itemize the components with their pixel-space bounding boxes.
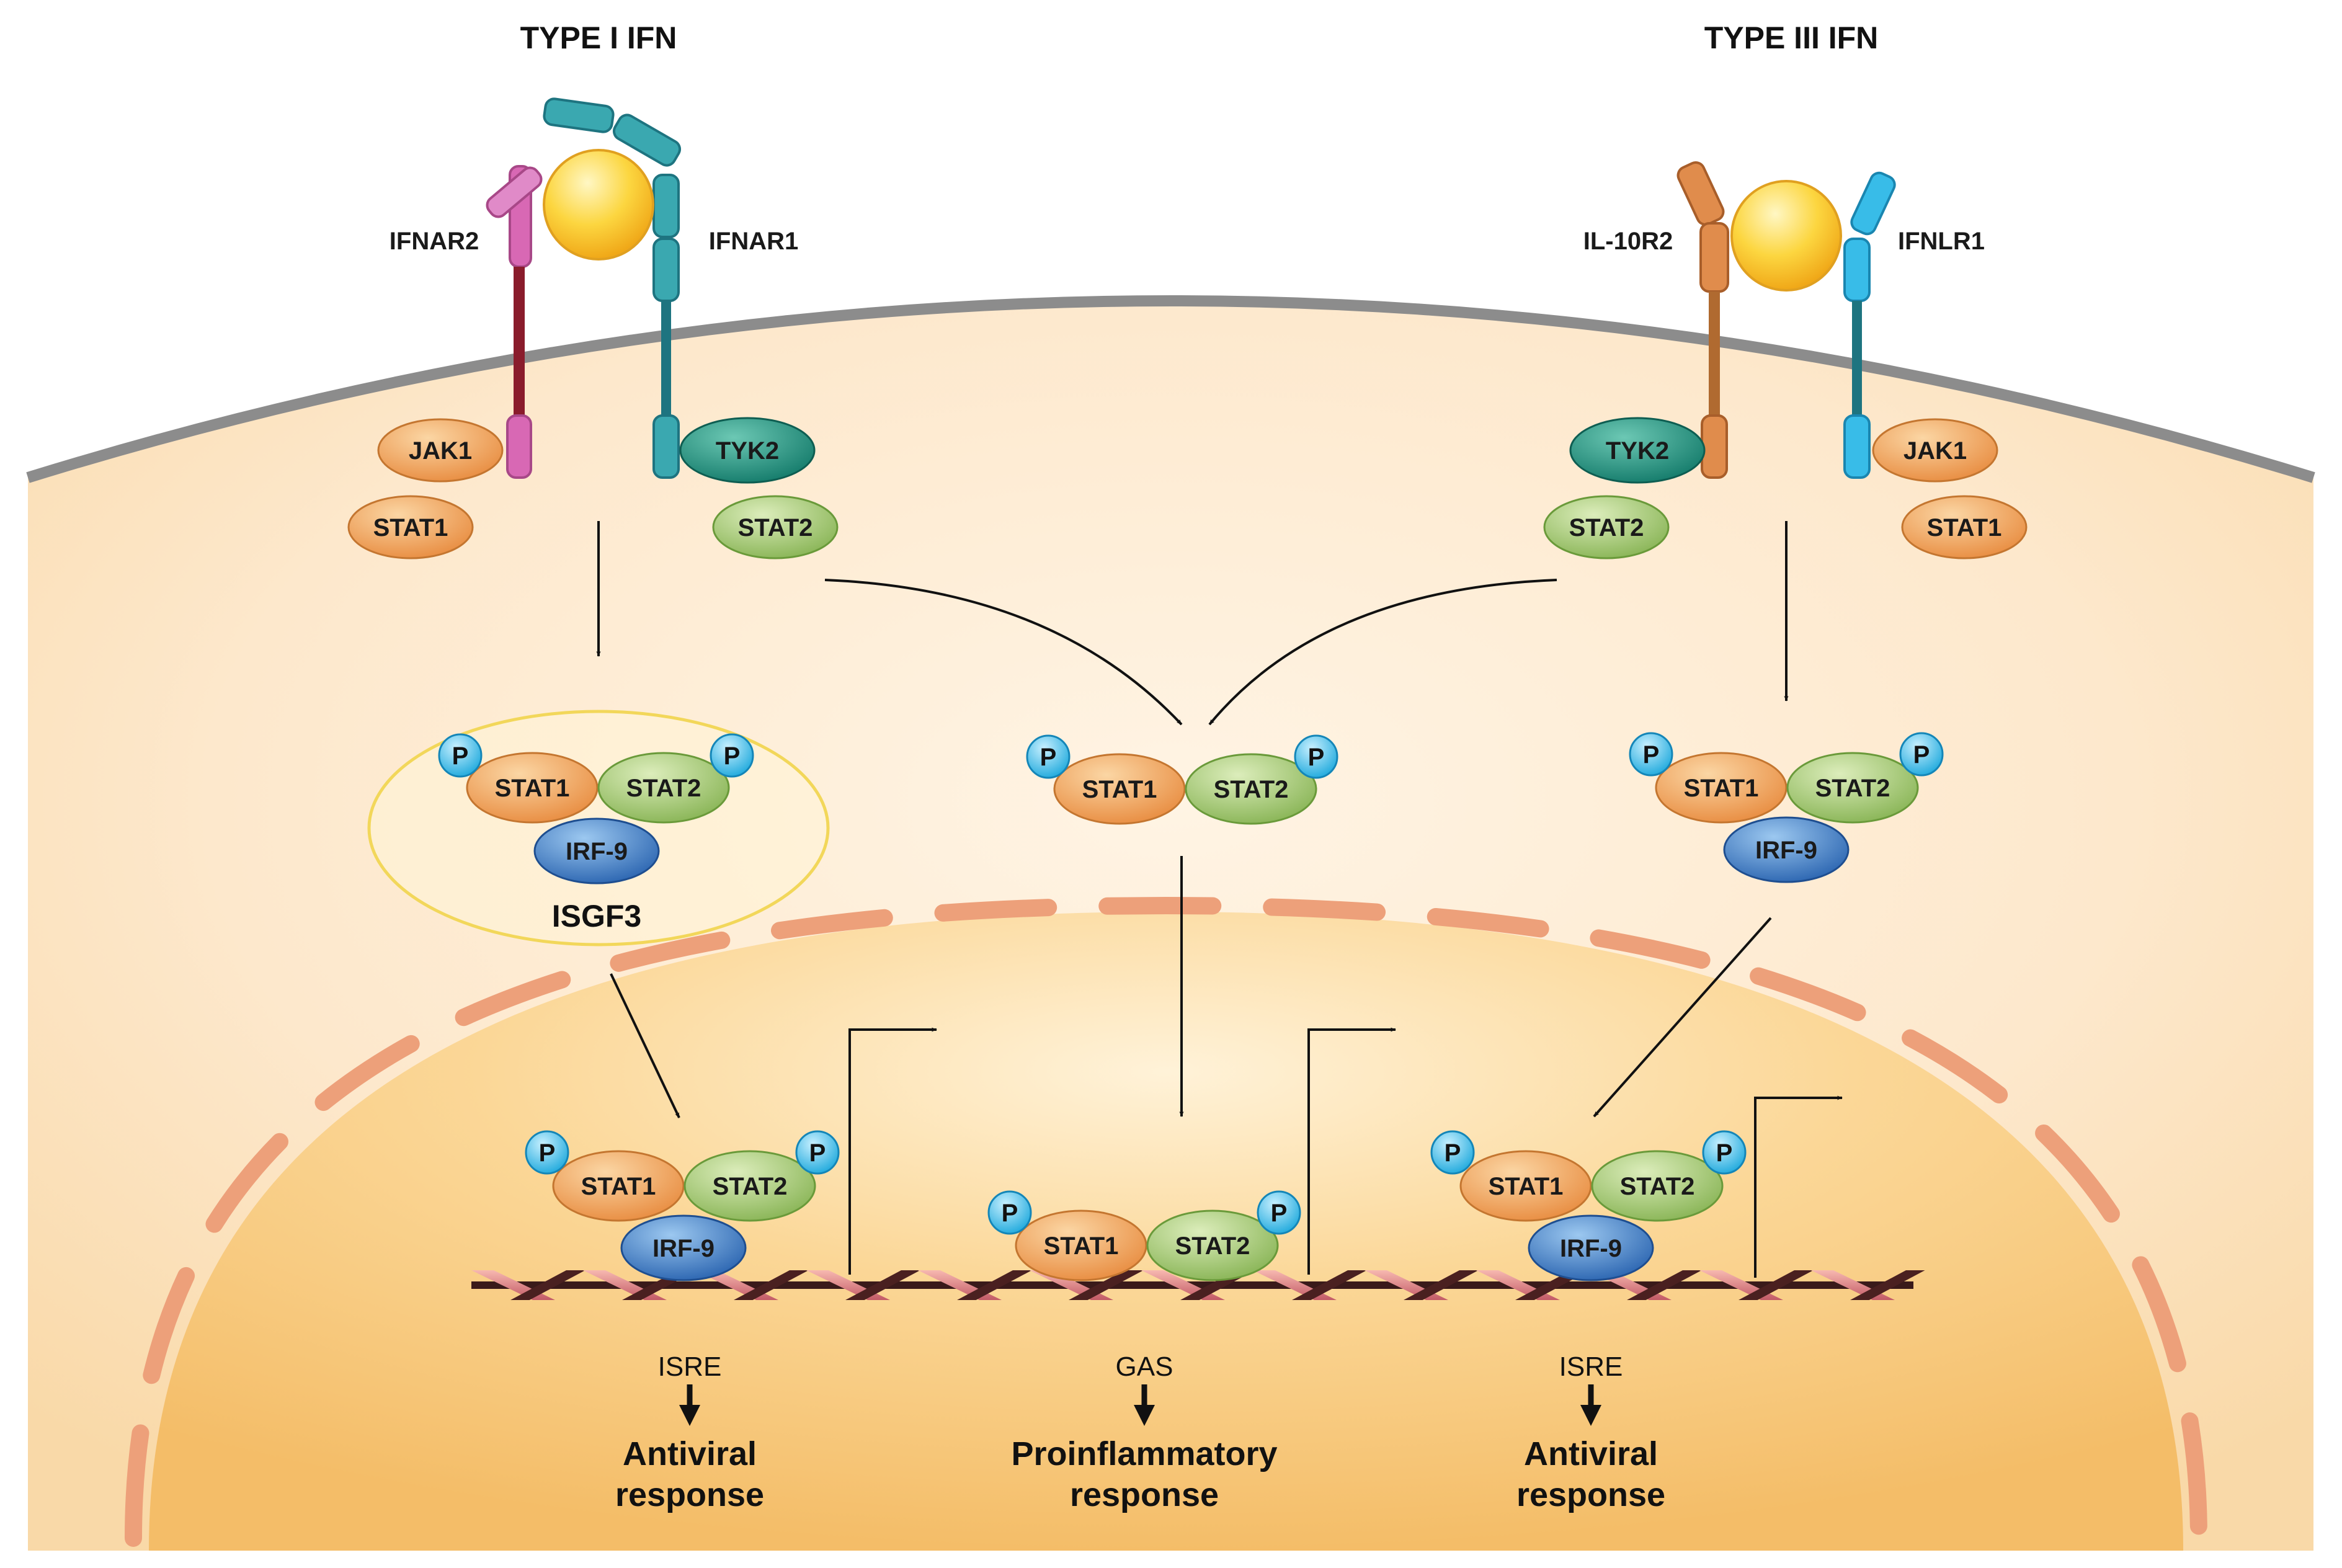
dna-twist	[510, 1270, 586, 1300]
svg-text:STAT2: STAT2	[1175, 1232, 1250, 1260]
dna-twist	[845, 1270, 920, 1300]
ifnar2-receptor	[486, 165, 543, 479]
svg-text:STAT2: STAT2	[1620, 1173, 1695, 1200]
svg-text:STAT1: STAT1	[1044, 1232, 1119, 1260]
site-label: GAS	[1116, 1352, 1173, 1382]
type-i-ifn-header: TYPE I IFN	[520, 20, 677, 55]
tyk2-left: TYK2	[679, 417, 816, 484]
stat2-label: STAT2	[626, 775, 701, 802]
dna-twist	[1292, 1270, 1367, 1300]
ifnar2-label: IFNAR2	[390, 228, 479, 255]
isgf3-on-isre-right: STAT1 STAT2 IRF-9 P P	[1430, 1130, 1747, 1281]
dna-twist	[1069, 1270, 1144, 1300]
output-isre-left: ISRE Antiviral response	[615, 1352, 764, 1513]
site-label: ISRE	[658, 1352, 722, 1382]
dna-strand	[471, 1270, 1925, 1300]
jak1-right: JAK1	[1872, 418, 1998, 483]
svg-text:STAT2: STAT2	[1815, 775, 1890, 802]
transcription-arrow-1	[848, 1027, 937, 1275]
svg-text:JAK1: JAK1	[1903, 437, 1967, 465]
isgf3-label: ISGF3	[552, 899, 641, 933]
response-line1: Antiviral	[623, 1435, 757, 1472]
ifnlr1-receptor	[1843, 171, 1896, 479]
svg-text:P: P	[1308, 744, 1325, 771]
type-i-ifn-ligand	[543, 149, 654, 261]
site-label: ISRE	[1559, 1352, 1623, 1382]
response-line1: Proinflammatory	[1011, 1435, 1277, 1472]
ifnar1-receptor	[543, 97, 682, 479]
stat1-stat2-irf9-right-cytoplasm: STAT1 STAT2 IRF-9 P P	[1629, 732, 1944, 883]
svg-text:STAT1: STAT1	[581, 1173, 656, 1200]
svg-text:IRF-9: IRF-9	[1560, 1235, 1622, 1262]
il10r2-label: IL-10R2	[1583, 228, 1673, 255]
il10r2-receptor	[1676, 161, 1729, 479]
output-isre-right: ISRE Antiviral response	[1516, 1352, 1665, 1513]
dna-twist	[734, 1270, 809, 1300]
svg-text:IRF-9: IRF-9	[1755, 837, 1817, 864]
arrows	[596, 521, 1843, 1278]
svg-text:P: P	[1716, 1139, 1733, 1167]
stat2-left: STAT2	[712, 495, 839, 559]
svg-text:P: P	[809, 1139, 826, 1167]
plasma-membrane	[26, 295, 2315, 483]
nuclear-envelope	[125, 896, 2207, 1547]
stat1-stat2-on-gas: STAT1 STAT2 P P	[987, 1190, 1301, 1281]
svg-text:STAT1: STAT1	[1684, 775, 1759, 802]
response-line2: response	[615, 1476, 764, 1513]
type-iii-ifn-ligand	[1730, 180, 1842, 292]
svg-text:STAT2: STAT2	[1214, 776, 1289, 803]
isgf3-on-isre-left: STAT1 STAT2 IRF-9 P P	[525, 1130, 840, 1281]
svg-text:P: P	[1643, 741, 1660, 768]
type-iii-receptor	[1676, 161, 1896, 479]
svg-text:TYK2: TYK2	[1606, 437, 1669, 465]
svg-text:IRF-9: IRF-9	[652, 1235, 715, 1262]
svg-text:P: P	[539, 1139, 556, 1167]
svg-text:STAT1: STAT1	[373, 514, 448, 541]
svg-text:STAT2: STAT2	[713, 1173, 788, 1200]
arrow-isgf3-into-nucleus	[610, 973, 680, 1118]
response-line2: response	[1516, 1476, 1665, 1513]
svg-text:P: P	[1913, 741, 1930, 768]
svg-text:STAT1: STAT1	[1927, 514, 2002, 541]
stat1-stat2-dimer-cytoplasm: STAT1 STAT2 P P	[1026, 734, 1338, 825]
transcription-arrow-2	[1307, 1027, 1396, 1275]
isgf3-complex: STAT1 STAT2 IRF-9 P P	[438, 733, 754, 884]
dna-twist	[1627, 1270, 1702, 1300]
stat1-label: STAT1	[495, 775, 570, 802]
dna-twist	[957, 1270, 1032, 1300]
svg-text:P: P	[1445, 1139, 1461, 1167]
phospho-label: P	[724, 742, 741, 770]
stat1-right: STAT1	[1901, 495, 2028, 559]
svg-text:P: P	[1002, 1200, 1018, 1227]
ifnar1-label: IFNAR1	[709, 228, 798, 255]
ifnlr1-label: IFNLR1	[1898, 228, 1985, 255]
svg-text:P: P	[1040, 744, 1057, 771]
type-iii-ifn-header: TYPE III IFN	[1704, 20, 1879, 55]
type-i-receptor	[486, 97, 682, 479]
svg-text:STAT2: STAT2	[1569, 514, 1644, 541]
jak1-left: JAK1	[377, 418, 504, 483]
svg-text:STAT2: STAT2	[738, 514, 813, 541]
transcription-arrow-3	[1754, 1095, 1843, 1278]
dna-twist	[1739, 1270, 1814, 1300]
stat2-right: STAT2	[1543, 495, 1670, 559]
dna-twist	[1404, 1270, 1479, 1300]
stat1-left: STAT1	[347, 495, 474, 559]
svg-text:TYK2: TYK2	[716, 437, 779, 465]
dna-twist	[1850, 1270, 1925, 1300]
output-gas: GAS Proinflammatory response	[1011, 1352, 1277, 1513]
tyk2-right: TYK2	[1569, 417, 1706, 484]
svg-text:STAT1: STAT1	[1489, 1173, 1564, 1200]
arrow-right-to-center	[1208, 579, 1557, 726]
phospho-label: P	[452, 742, 469, 770]
response-line1: Antiviral	[1524, 1435, 1658, 1472]
svg-text:STAT1: STAT1	[1082, 776, 1157, 803]
arrow-left-to-center	[824, 579, 1183, 726]
irf9-label: IRF-9	[566, 838, 628, 865]
arrow-right-into-nucleus	[1593, 917, 1772, 1118]
response-line2: response	[1070, 1476, 1219, 1513]
svg-text:P: P	[1271, 1200, 1288, 1227]
svg-text:JAK1: JAK1	[409, 437, 472, 465]
